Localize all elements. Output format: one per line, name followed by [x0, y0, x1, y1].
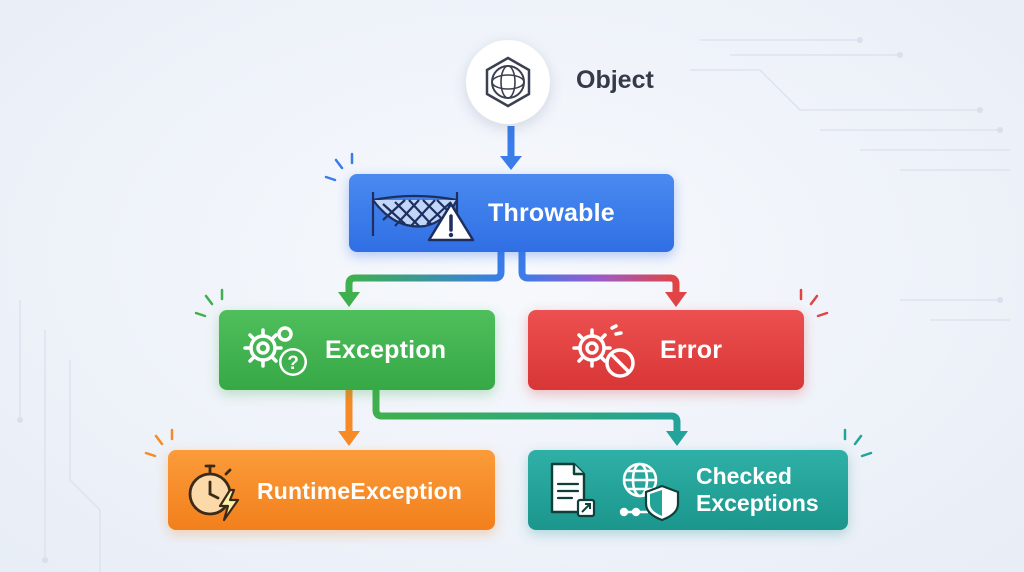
- sparkle-error: [799, 288, 829, 318]
- sparkle-exception: [194, 288, 224, 318]
- sparkle-checked: [843, 428, 873, 458]
- net-warning-icon: [371, 192, 475, 242]
- gear-prohibited-icon: [572, 324, 635, 378]
- document-globe-shield-icon: [550, 462, 680, 522]
- exception-label: Exception: [325, 336, 447, 364]
- throwable-node: Throwable: [349, 174, 674, 252]
- edge-throwable-exception: [338, 252, 505, 307]
- error-node: Error: [528, 310, 804, 390]
- edge-exception-checked: [372, 390, 688, 446]
- object-label: Object: [576, 66, 654, 94]
- hexagon-sphere-icon: [485, 56, 531, 108]
- exception-node: ? Exception: [219, 310, 495, 390]
- edge-exception-runtime: [338, 390, 360, 446]
- svg-text:?: ?: [287, 353, 299, 374]
- runtime-exception-node: RuntimeException: [168, 450, 495, 530]
- object-node: [466, 40, 550, 124]
- checked-exceptions-label: Checked Exceptions: [696, 463, 819, 517]
- sparkle-throwable: [324, 152, 354, 182]
- checked-exceptions-label-line1: Checked: [696, 463, 792, 489]
- throwable-label: Throwable: [488, 199, 615, 227]
- checked-exceptions-label-line2: Exceptions: [696, 490, 819, 516]
- edge-object-throwable: [500, 126, 522, 170]
- checked-exceptions-node: Checked Exceptions: [528, 450, 848, 530]
- stopwatch-lightning-icon: [188, 464, 240, 522]
- sparkle-runtime: [144, 428, 174, 458]
- edge-throwable-error: [518, 252, 687, 307]
- runtime-exception-label: RuntimeException: [257, 478, 463, 504]
- error-label: Error: [660, 336, 723, 364]
- gears-question-icon: ?: [243, 326, 307, 376]
